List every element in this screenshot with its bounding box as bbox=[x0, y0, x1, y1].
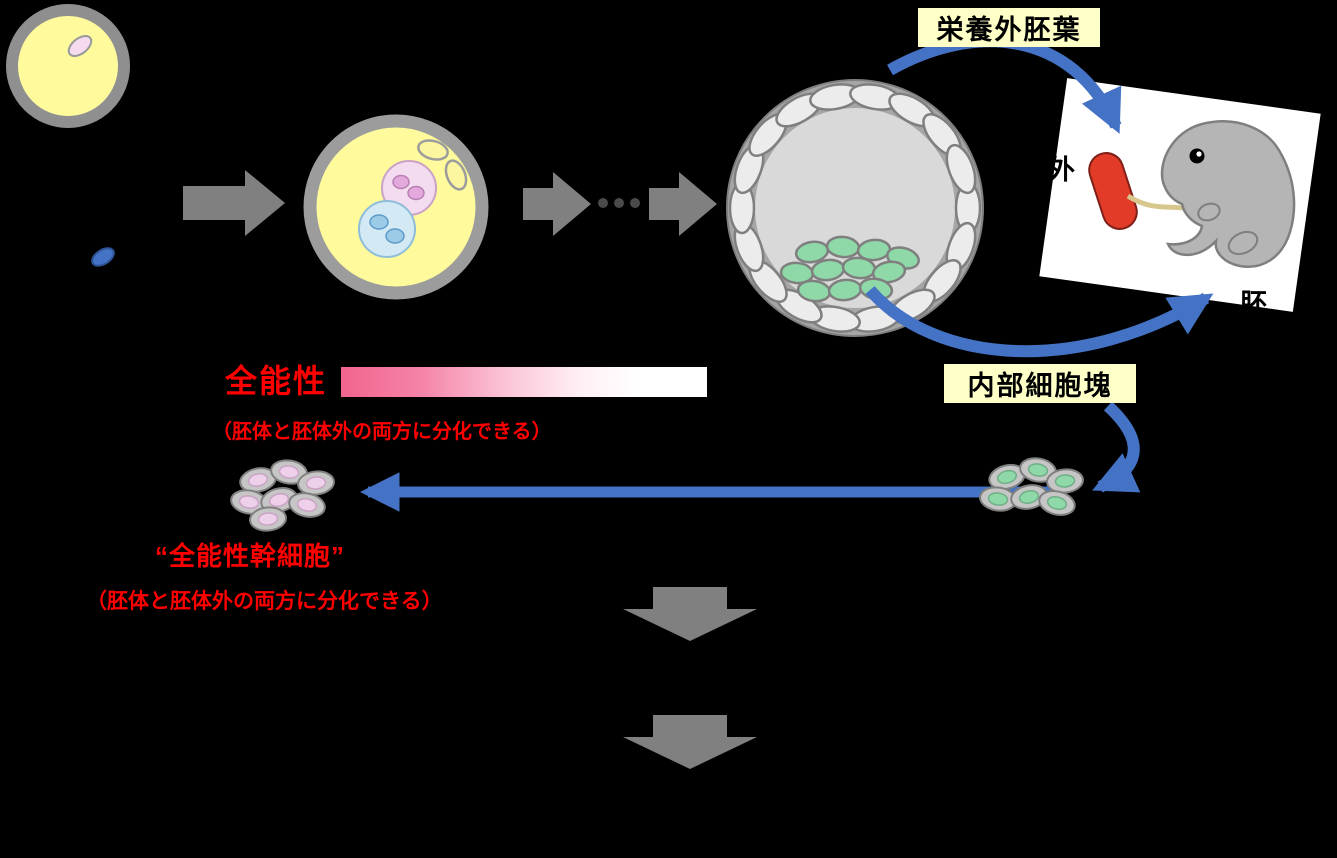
placenta-shape bbox=[1088, 152, 1138, 230]
icm-cell-cluster bbox=[979, 457, 1084, 516]
pronucleus bbox=[67, 35, 93, 57]
arrow-icm-to-embryo bbox=[865, 286, 1214, 358]
totipotency-gradient-bar bbox=[341, 367, 707, 397]
right-arrow-1 bbox=[183, 170, 285, 236]
label-inner-cell-mass: 内部細胞塊 bbox=[944, 364, 1136, 403]
right-arrow-3 bbox=[649, 172, 717, 236]
umbilical-cord bbox=[1126, 193, 1185, 211]
fetus-eye bbox=[1189, 148, 1205, 164]
label-embryonic-partial: 胚 bbox=[1240, 289, 1267, 319]
down-arrow-2 bbox=[623, 715, 757, 769]
label-stem-cell-note: （胚体と胚体外の両方に分化できる） bbox=[86, 590, 443, 613]
fetus-drawing bbox=[1160, 120, 1296, 268]
fetus-eye-highlight bbox=[1196, 151, 1202, 157]
blastomere-blue bbox=[358, 200, 416, 258]
ellipsis-dots bbox=[598, 198, 640, 208]
down-arrow-1 bbox=[623, 587, 757, 641]
hindlimb bbox=[1227, 230, 1259, 256]
label-totipotent-stem-cell: “全能性幹細胞” bbox=[155, 541, 346, 571]
stem-cell-cluster bbox=[230, 459, 335, 532]
label-totipotency: 全能性 bbox=[225, 363, 328, 399]
zygote-cell bbox=[6, 4, 130, 128]
trophectoderm-ring-cells bbox=[728, 83, 982, 333]
arrow-label-to-cell-cluster bbox=[1092, 401, 1141, 493]
forelimb bbox=[1197, 202, 1221, 222]
right-arrow-2 bbox=[523, 172, 591, 236]
label-extraembryonic-partial: 外 bbox=[1048, 155, 1075, 185]
polar-body-1 bbox=[417, 139, 449, 161]
blastocyst bbox=[726, 79, 984, 337]
label-trophectoderm: 栄養外胚葉 bbox=[918, 8, 1100, 47]
polar-body-2 bbox=[444, 159, 468, 191]
embryo-picture-card bbox=[1039, 78, 1321, 312]
two-cell-embryo bbox=[303, 114, 489, 300]
label-totipotency-note: （胚体と胚体外の両方に分化できる） bbox=[212, 421, 552, 443]
sperm-cell bbox=[91, 247, 115, 267]
